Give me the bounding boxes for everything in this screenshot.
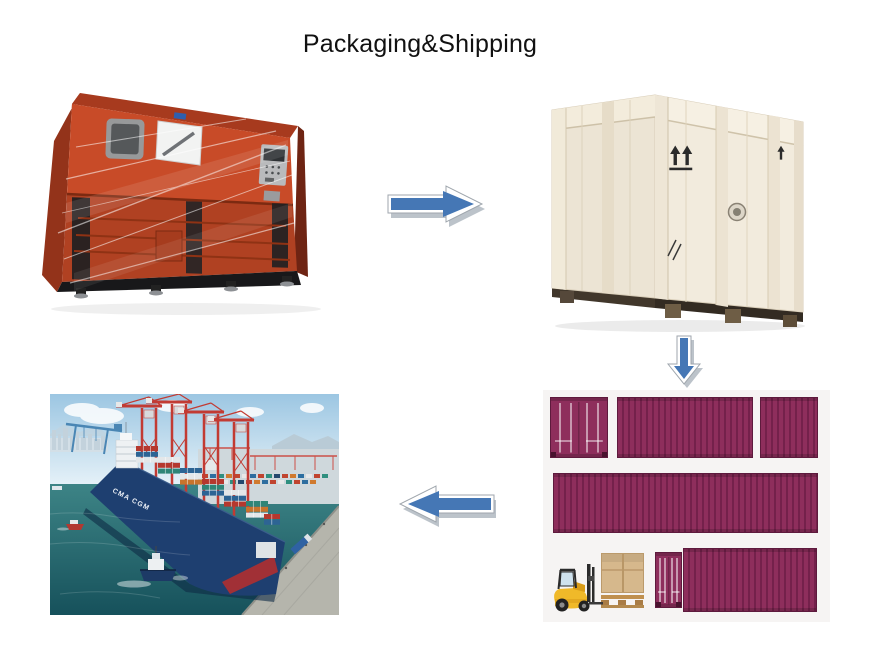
container-side xyxy=(760,397,818,458)
pallet xyxy=(601,595,644,608)
yard-cranes xyxy=(205,447,337,470)
this-way-up-icon xyxy=(669,145,693,171)
flow-arrow-down-icon xyxy=(666,335,703,388)
deck-containers xyxy=(136,446,280,525)
truck xyxy=(290,533,313,555)
container-side-long xyxy=(553,473,818,533)
blue-label xyxy=(173,112,187,120)
blue-crane xyxy=(65,422,123,455)
container-ship: CMA CGM xyxy=(83,422,286,602)
page-title: Packaging&Shipping xyxy=(302,30,538,58)
container-end-doors xyxy=(655,552,682,608)
small-boats xyxy=(52,486,84,531)
container-side-long xyxy=(683,548,817,612)
stern-structure xyxy=(256,542,276,558)
crate-shipping-marks xyxy=(667,145,785,261)
containers-illustration xyxy=(543,390,830,622)
stretch-wrap-film xyxy=(57,118,295,291)
hills xyxy=(272,434,339,450)
machine-body xyxy=(42,93,308,292)
cargo-box xyxy=(601,553,644,593)
machine-photo xyxy=(42,93,321,315)
port-ship-photo: CMA CGM xyxy=(50,394,339,615)
crate-shadow xyxy=(555,320,805,332)
forklift-illustration xyxy=(554,564,603,612)
flow-arrow-right-icon xyxy=(387,185,485,227)
container-side xyxy=(617,397,753,458)
container-end-doors xyxy=(550,397,608,458)
flow-arrow-left-icon xyxy=(398,485,496,527)
sea-foam xyxy=(50,512,191,599)
machine-shadow xyxy=(51,303,321,315)
crate-body xyxy=(551,94,804,313)
crate-photo xyxy=(551,94,805,332)
city-skyline xyxy=(50,424,110,452)
machine-feet xyxy=(74,276,294,299)
tugboat xyxy=(117,546,188,588)
sts-cranes xyxy=(116,394,255,516)
up-arrow-mark-icon xyxy=(777,145,785,160)
crate-pallet xyxy=(552,288,803,327)
